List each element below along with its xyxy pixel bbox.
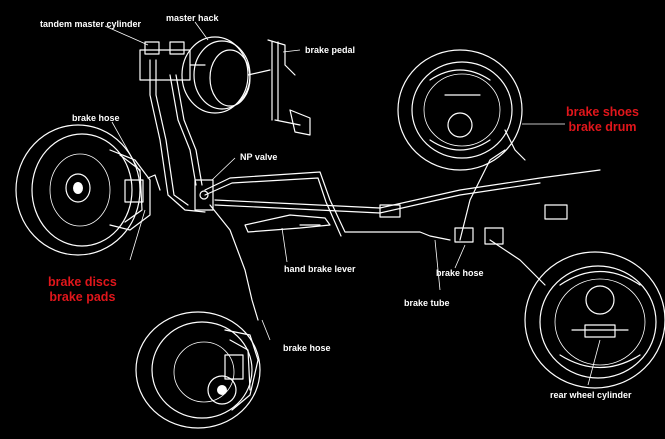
callout-rear-brakes: brake shoes brake drum xyxy=(566,105,639,135)
front-left-disc-brake xyxy=(15,124,151,256)
label-rear-wheel-cylinder: rear wheel cylinder xyxy=(550,390,632,400)
label-np-valve: NP valve xyxy=(240,152,278,162)
np-valve-component xyxy=(194,179,214,211)
label-master-hack: master hack xyxy=(166,13,219,23)
hand-brake-lever-component xyxy=(244,214,331,233)
brake-lines xyxy=(147,59,601,321)
front-right-disc-brake xyxy=(135,311,261,429)
brake-pedal-assembly xyxy=(267,39,311,136)
rear-right-drum-brake xyxy=(524,251,665,389)
rear-hose-junction xyxy=(379,204,568,245)
label-brake-hose-front-left: brake hose xyxy=(72,113,120,123)
callout-front-line1: brake discs xyxy=(48,275,117,289)
label-brake-pedal: brake pedal xyxy=(305,45,356,55)
master-cylinder-booster xyxy=(139,36,271,114)
label-tandem-master-cylinder: tandem master cylinder xyxy=(40,19,142,29)
rear-left-drum-brake xyxy=(397,49,526,171)
callout-rear-line2: brake drum xyxy=(568,120,637,134)
callout-rear-line1: brake shoes xyxy=(566,105,639,119)
leader-lines xyxy=(104,21,601,386)
callout-front-line2: brake pads xyxy=(49,290,116,304)
label-hand-brake-lever: hand brake lever xyxy=(284,264,356,274)
label-brake-hose-front-right: brake hose xyxy=(283,343,331,353)
label-brake-hose-rear: brake hose xyxy=(436,268,484,278)
callout-front-brakes: brake discs brake pads xyxy=(48,275,117,305)
label-brake-tube: brake tube xyxy=(404,298,450,308)
